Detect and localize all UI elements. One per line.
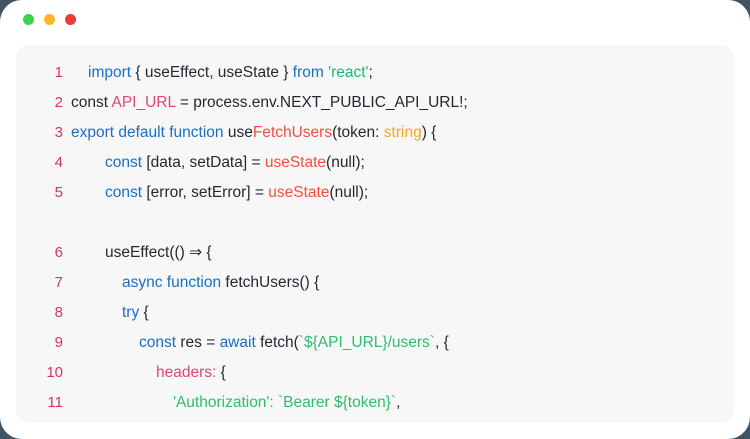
code-token: FetchUsers <box>252 124 333 141</box>
code-token: `Bearer ${token}` <box>278 394 397 411</box>
code-token: useEffect(() ⇒ { <box>105 244 212 261</box>
line-number: 5 <box>54 184 63 201</box>
code-line-blank <box>16 208 734 238</box>
line-number: 7 <box>54 274 63 291</box>
code-text: export default function useFetchUsers(to… <box>63 118 436 148</box>
line-number: 2 <box>54 94 63 111</box>
line-number: 3 <box>54 124 63 141</box>
code-token: { useEffect, useState } <box>135 64 293 81</box>
line-number: 4 <box>54 154 63 171</box>
line-number: 11 <box>47 394 63 411</box>
code-token: (null); <box>329 184 369 201</box>
code-token: const <box>139 334 181 351</box>
code-token: fetch( <box>260 334 299 351</box>
code-token: use <box>227 124 253 141</box>
code-text: const [error, setError] = useState(null)… <box>63 178 368 208</box>
line-number: 1 <box>54 64 63 81</box>
code-token: [error, setError] = <box>146 184 269 201</box>
window-titlebar <box>0 0 750 40</box>
code-text: headers: { <box>63 358 226 388</box>
code-token: res = <box>180 334 220 351</box>
code-text: const res = await fetch(`${API_URL}/user… <box>63 328 449 358</box>
line-number: 10 <box>46 364 63 381</box>
code-text: useEffect(() ⇒ { <box>63 238 212 268</box>
code-token: fetchUsers() { <box>225 274 320 291</box>
code-token: { <box>216 364 226 381</box>
code-token: (null); <box>326 154 365 171</box>
code-token: useState <box>264 154 327 171</box>
code-line: 6 useEffect(() ⇒ { <box>16 238 734 268</box>
code-token: `${API_URL}/users` <box>298 334 435 351</box>
code-token: 'react' <box>328 64 369 81</box>
code-token: const <box>105 184 147 201</box>
line-number: 8 <box>54 304 63 321</box>
maximize-dot[interactable] <box>65 14 76 25</box>
code-token: useState <box>268 184 330 201</box>
close-dot[interactable] <box>23 14 34 25</box>
code-token: headers: <box>156 364 217 381</box>
code-line: 11'Authorization': `Bearer ${token}`, <box>16 388 734 418</box>
code-text: const [data, setData] = useState(null); <box>63 148 365 178</box>
traffic-lights <box>23 14 76 25</box>
code-token: export default function <box>71 124 228 141</box>
code-token: , <box>396 394 401 411</box>
code-token: async function <box>122 274 226 291</box>
code-token: , { <box>434 334 449 351</box>
code-token: 'Authorization' <box>173 394 270 411</box>
line-number: 6 <box>54 244 63 261</box>
code-token: API_URL <box>111 94 176 111</box>
code-token: await <box>219 334 261 351</box>
code-token: try <box>122 304 140 321</box>
code-text: 'Authorization': `Bearer ${token}`, <box>63 388 400 418</box>
code-token: (token: <box>332 124 384 141</box>
code-token: [data, setData] = <box>146 154 265 171</box>
line-number: 9 <box>54 334 63 351</box>
code-text: const API_URL = process.env.NEXT_PUBLIC_… <box>63 88 468 118</box>
code-text: try { <box>63 298 149 328</box>
code-token: import <box>88 64 136 81</box>
code-token: from <box>292 64 329 81</box>
code-token: const <box>71 94 112 111</box>
code-token: ; <box>368 64 373 81</box>
code-token: string <box>383 124 422 141</box>
code-token: const <box>105 154 147 171</box>
code-text: import { useEffect, useState } from 'rea… <box>63 58 373 88</box>
code-token: = process.env.NEXT_PUBLIC_API_URL!; <box>175 94 468 111</box>
minimize-dot[interactable] <box>44 14 55 25</box>
code-token: { <box>139 304 149 321</box>
code-token: : <box>269 394 279 411</box>
code-text: async function fetchUsers() { <box>63 268 319 298</box>
code-token: ) { <box>421 124 437 141</box>
